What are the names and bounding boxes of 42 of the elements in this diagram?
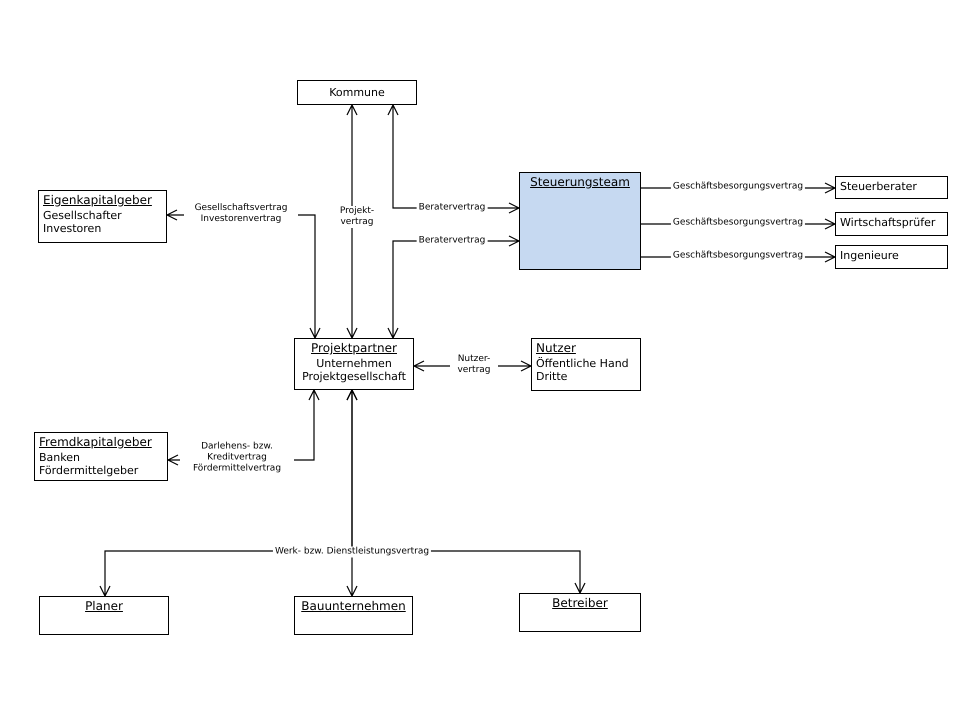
entity-title: Steuerberater (840, 180, 918, 193)
entity-box (835, 245, 948, 269)
entity-title: Ingenieure (840, 249, 900, 262)
entity-title: Fremdkapitalgeber (39, 436, 153, 449)
entity-member: Banken (39, 451, 81, 464)
entity-box (38, 190, 167, 243)
entity-box (34, 432, 168, 481)
entity-title: Nutzer (536, 342, 577, 355)
entity-member: Unternehmen (315, 357, 393, 370)
arrow (346, 104, 358, 339)
entity-title: Eigenkapitalgeber (43, 194, 153, 207)
edge-label: Geschäftsbesorgungsvertrag (670, 218, 806, 228)
entity-member: Gesellschafter (43, 209, 123, 222)
edge-label: Geschäftsbesorgungsvertrag (670, 182, 806, 192)
entity-member: Investoren (43, 222, 102, 235)
entity-box (835, 176, 948, 199)
entity-member: Fördermittelgeber (39, 464, 140, 477)
entity-member: Dritte (536, 370, 568, 383)
entity-title: Steuerungsteam (529, 176, 631, 189)
entity-box (519, 593, 641, 632)
entity-title: Planer (84, 600, 124, 613)
entity-member: Projektgesellschaft (301, 370, 407, 383)
edge-label: Darlehens- bzw. Kreditvertrag Fördermittelvertrag (180, 442, 294, 474)
entity-box (519, 172, 641, 270)
entity-title: Wirtschaftsprüfer (840, 216, 936, 229)
entity-box (531, 338, 641, 391)
edge-label: Werk- bzw. Dienstleistungsvertrag (272, 546, 432, 558)
edge-label: Gesellschaftsvertrag Investorenvertrag (184, 203, 298, 225)
entity-title: Kommune (329, 86, 385, 99)
entity-box (294, 596, 413, 635)
entity-box (835, 212, 948, 236)
entity-title: Projektpartner (310, 342, 398, 355)
entity-box (297, 80, 417, 105)
edge-label: Beratervertrag (416, 202, 488, 214)
entity-box (294, 338, 414, 390)
entity-box (39, 596, 169, 635)
edge-label: Nutzer- vertrag (450, 354, 498, 376)
edge-label: Geschäftsbesorgungsvertrag (670, 250, 806, 262)
edge-label: Beratervertrag (416, 236, 488, 246)
entity-title: Bauunternehmen (300, 600, 407, 613)
entity-title: Betreiber (551, 597, 609, 610)
entity-member: Öffentliche Hand (536, 357, 630, 370)
